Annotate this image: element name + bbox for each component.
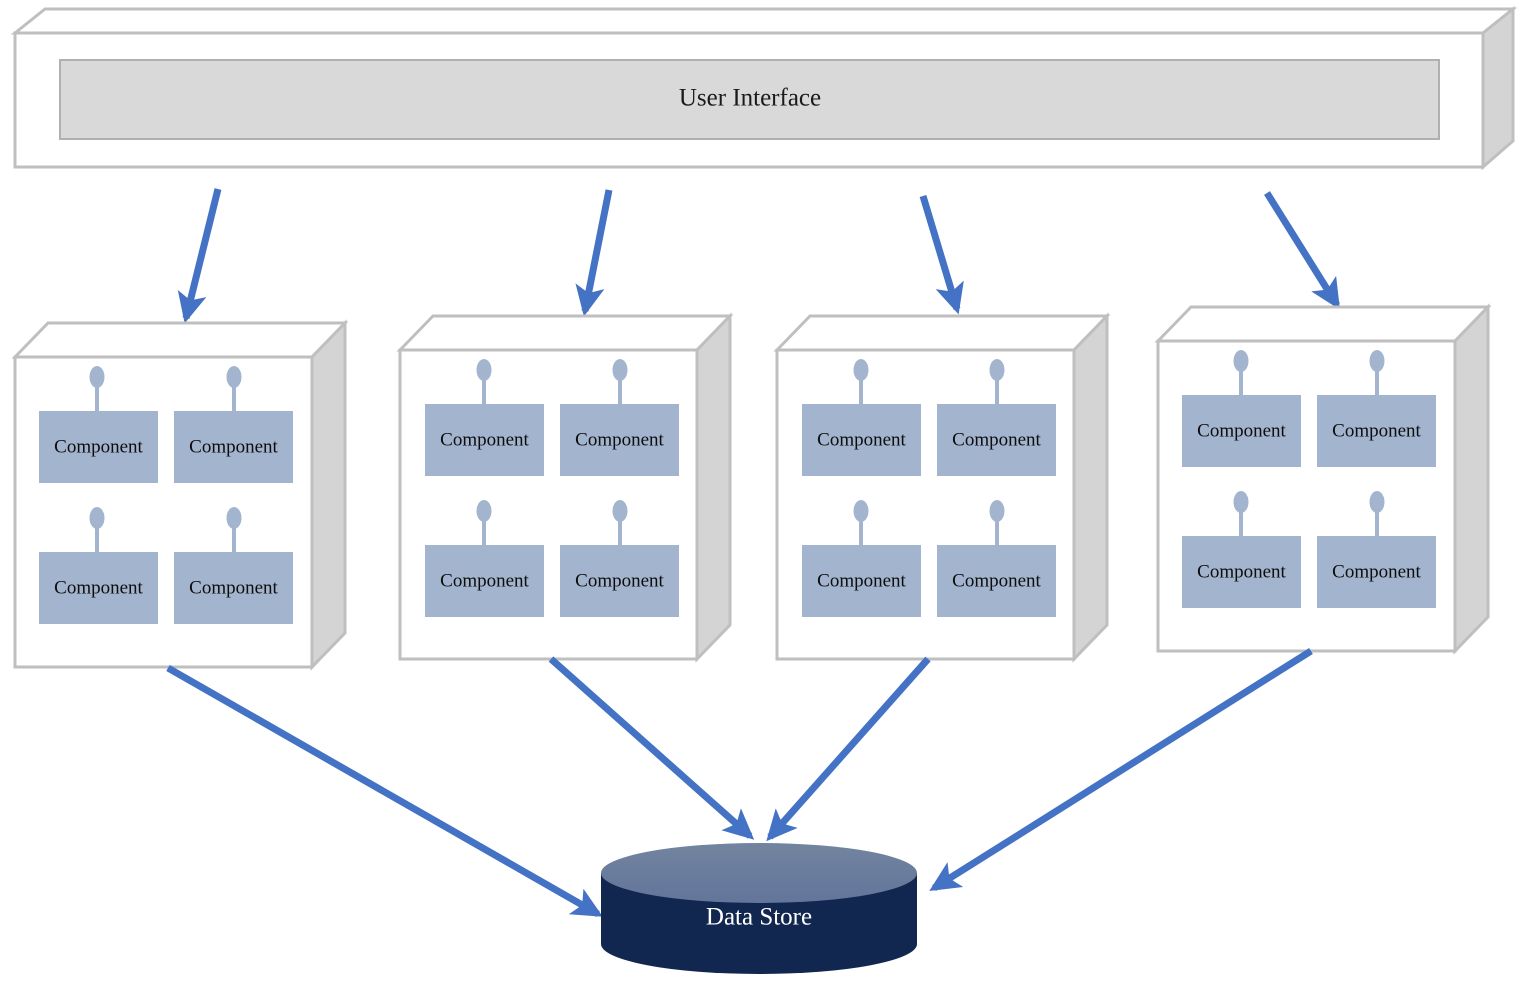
component-label: Component — [817, 429, 906, 450]
component-box — [560, 404, 679, 476]
component-pin-head-icon — [1233, 350, 1249, 372]
arrows-groups-to-datastore — [166, 648, 1313, 918]
component-box — [425, 404, 544, 476]
component-group-4[interactable]: Component Component Component Component — [1154, 303, 1492, 655]
component-pin-head-icon — [853, 500, 869, 522]
component-group-2[interactable]: Component Component Component Component — [396, 312, 734, 663]
component-label: Component — [1197, 561, 1286, 582]
arrow-ui-to-group-4 — [1264, 191, 1340, 310]
component-label: Component — [1332, 420, 1421, 441]
data-store-label: Data Store — [706, 904, 812, 931]
group-2-cube-top-face — [396, 314, 734, 352]
arrows-ui-to-groups — [177, 188, 1340, 324]
component-4-1[interactable]: Component — [1182, 350, 1301, 467]
group-3-cube-side-face — [1072, 312, 1109, 663]
user-interface-label: User Interface — [679, 85, 821, 112]
component-3-1[interactable]: Component — [802, 359, 921, 476]
group-1-cube-side-face — [310, 319, 347, 671]
arrow-group-3-to-store — [766, 656, 931, 842]
component-label: Component — [189, 436, 278, 457]
arrow-ui-to-group-2 — [575, 189, 613, 317]
component-box — [560, 545, 679, 617]
group-3-cube-top-face — [773, 314, 1111, 352]
component-pin-head-icon — [612, 359, 628, 381]
component-1-3[interactable]: Component — [39, 507, 158, 624]
component-label: Component — [440, 429, 529, 450]
component-box — [802, 545, 921, 617]
component-pin-head-icon — [476, 359, 492, 381]
data-store-container[interactable]: Data Store — [601, 843, 917, 974]
ui-inner-band — [59, 59, 1440, 140]
component-group-1[interactable]: Component Component Component Co — [11, 319, 349, 671]
component-label: Component — [1332, 561, 1421, 582]
component-3-3[interactable]: Component — [802, 500, 921, 617]
component-box — [174, 411, 293, 483]
component-2-2[interactable]: Component — [560, 359, 679, 476]
component-label: Component — [575, 429, 664, 450]
component-pin-head-icon — [89, 366, 105, 388]
component-pin-head-icon — [989, 500, 1005, 522]
component-pin-head-icon — [1369, 491, 1385, 513]
component-pin-head-icon — [89, 507, 105, 529]
component-label: Component — [54, 577, 143, 598]
component-label: Component — [440, 570, 529, 591]
component-1-2[interactable]: Component — [174, 366, 293, 483]
component-2-1[interactable]: Component — [425, 359, 544, 476]
arrow-ui-to-group-1 — [177, 188, 222, 324]
user-interface-container[interactable]: User Interface — [10, 5, 1518, 171]
component-label: Component — [952, 429, 1041, 450]
component-4-3[interactable]: Component — [1182, 491, 1301, 608]
component-group-3[interactable]: Component Component Component Component — [773, 312, 1111, 663]
ui-cube-side-face — [1481, 5, 1515, 171]
component-box — [937, 404, 1056, 476]
component-pin-head-icon — [989, 359, 1005, 381]
component-4-4[interactable]: Component — [1317, 491, 1436, 608]
group-2-cube-side-face — [695, 312, 732, 663]
component-box — [174, 552, 293, 624]
component-pin-head-icon — [853, 359, 869, 381]
component-pin-head-icon — [226, 507, 242, 529]
component-box — [1182, 395, 1301, 467]
component-box — [39, 411, 158, 483]
component-label: Component — [817, 570, 906, 591]
arrow-group-2-to-store — [548, 656, 755, 840]
component-1-4[interactable]: Component — [174, 507, 293, 624]
group-4-cube-top-face — [1154, 305, 1492, 343]
component-pin-head-icon — [1369, 350, 1385, 372]
component-box — [802, 404, 921, 476]
component-box — [1317, 536, 1436, 608]
component-pin-head-icon — [226, 366, 242, 388]
arrow-group-4-to-store — [929, 648, 1313, 891]
component-box — [1317, 395, 1436, 467]
component-box — [937, 545, 1056, 617]
component-label: Component — [54, 436, 143, 457]
component-3-2[interactable]: Component — [937, 359, 1056, 476]
component-pin-head-icon — [1233, 491, 1249, 513]
ui-cube-top-face — [10, 7, 1518, 35]
component-label: Component — [952, 570, 1041, 591]
component-pin-head-icon — [476, 500, 492, 522]
arrow-group-1-to-store — [166, 664, 603, 918]
component-box — [39, 552, 158, 624]
component-2-3[interactable]: Component — [425, 500, 544, 617]
component-box — [1182, 536, 1301, 608]
component-label: Component — [575, 570, 664, 591]
component-box — [425, 545, 544, 617]
component-1-1[interactable]: Component — [39, 366, 158, 483]
group-1-cube-top-face — [11, 321, 349, 359]
group-4-cube-side-face — [1453, 303, 1490, 655]
component-3-4[interactable]: Component — [937, 500, 1056, 617]
component-pin-head-icon — [612, 500, 628, 522]
component-4-2[interactable]: Component — [1317, 350, 1436, 467]
component-label: Component — [1197, 420, 1286, 441]
arrow-ui-to-group-3 — [919, 194, 964, 315]
component-2-4[interactable]: Component — [560, 500, 679, 617]
data-store-top — [601, 843, 917, 903]
component-label: Component — [189, 577, 278, 598]
